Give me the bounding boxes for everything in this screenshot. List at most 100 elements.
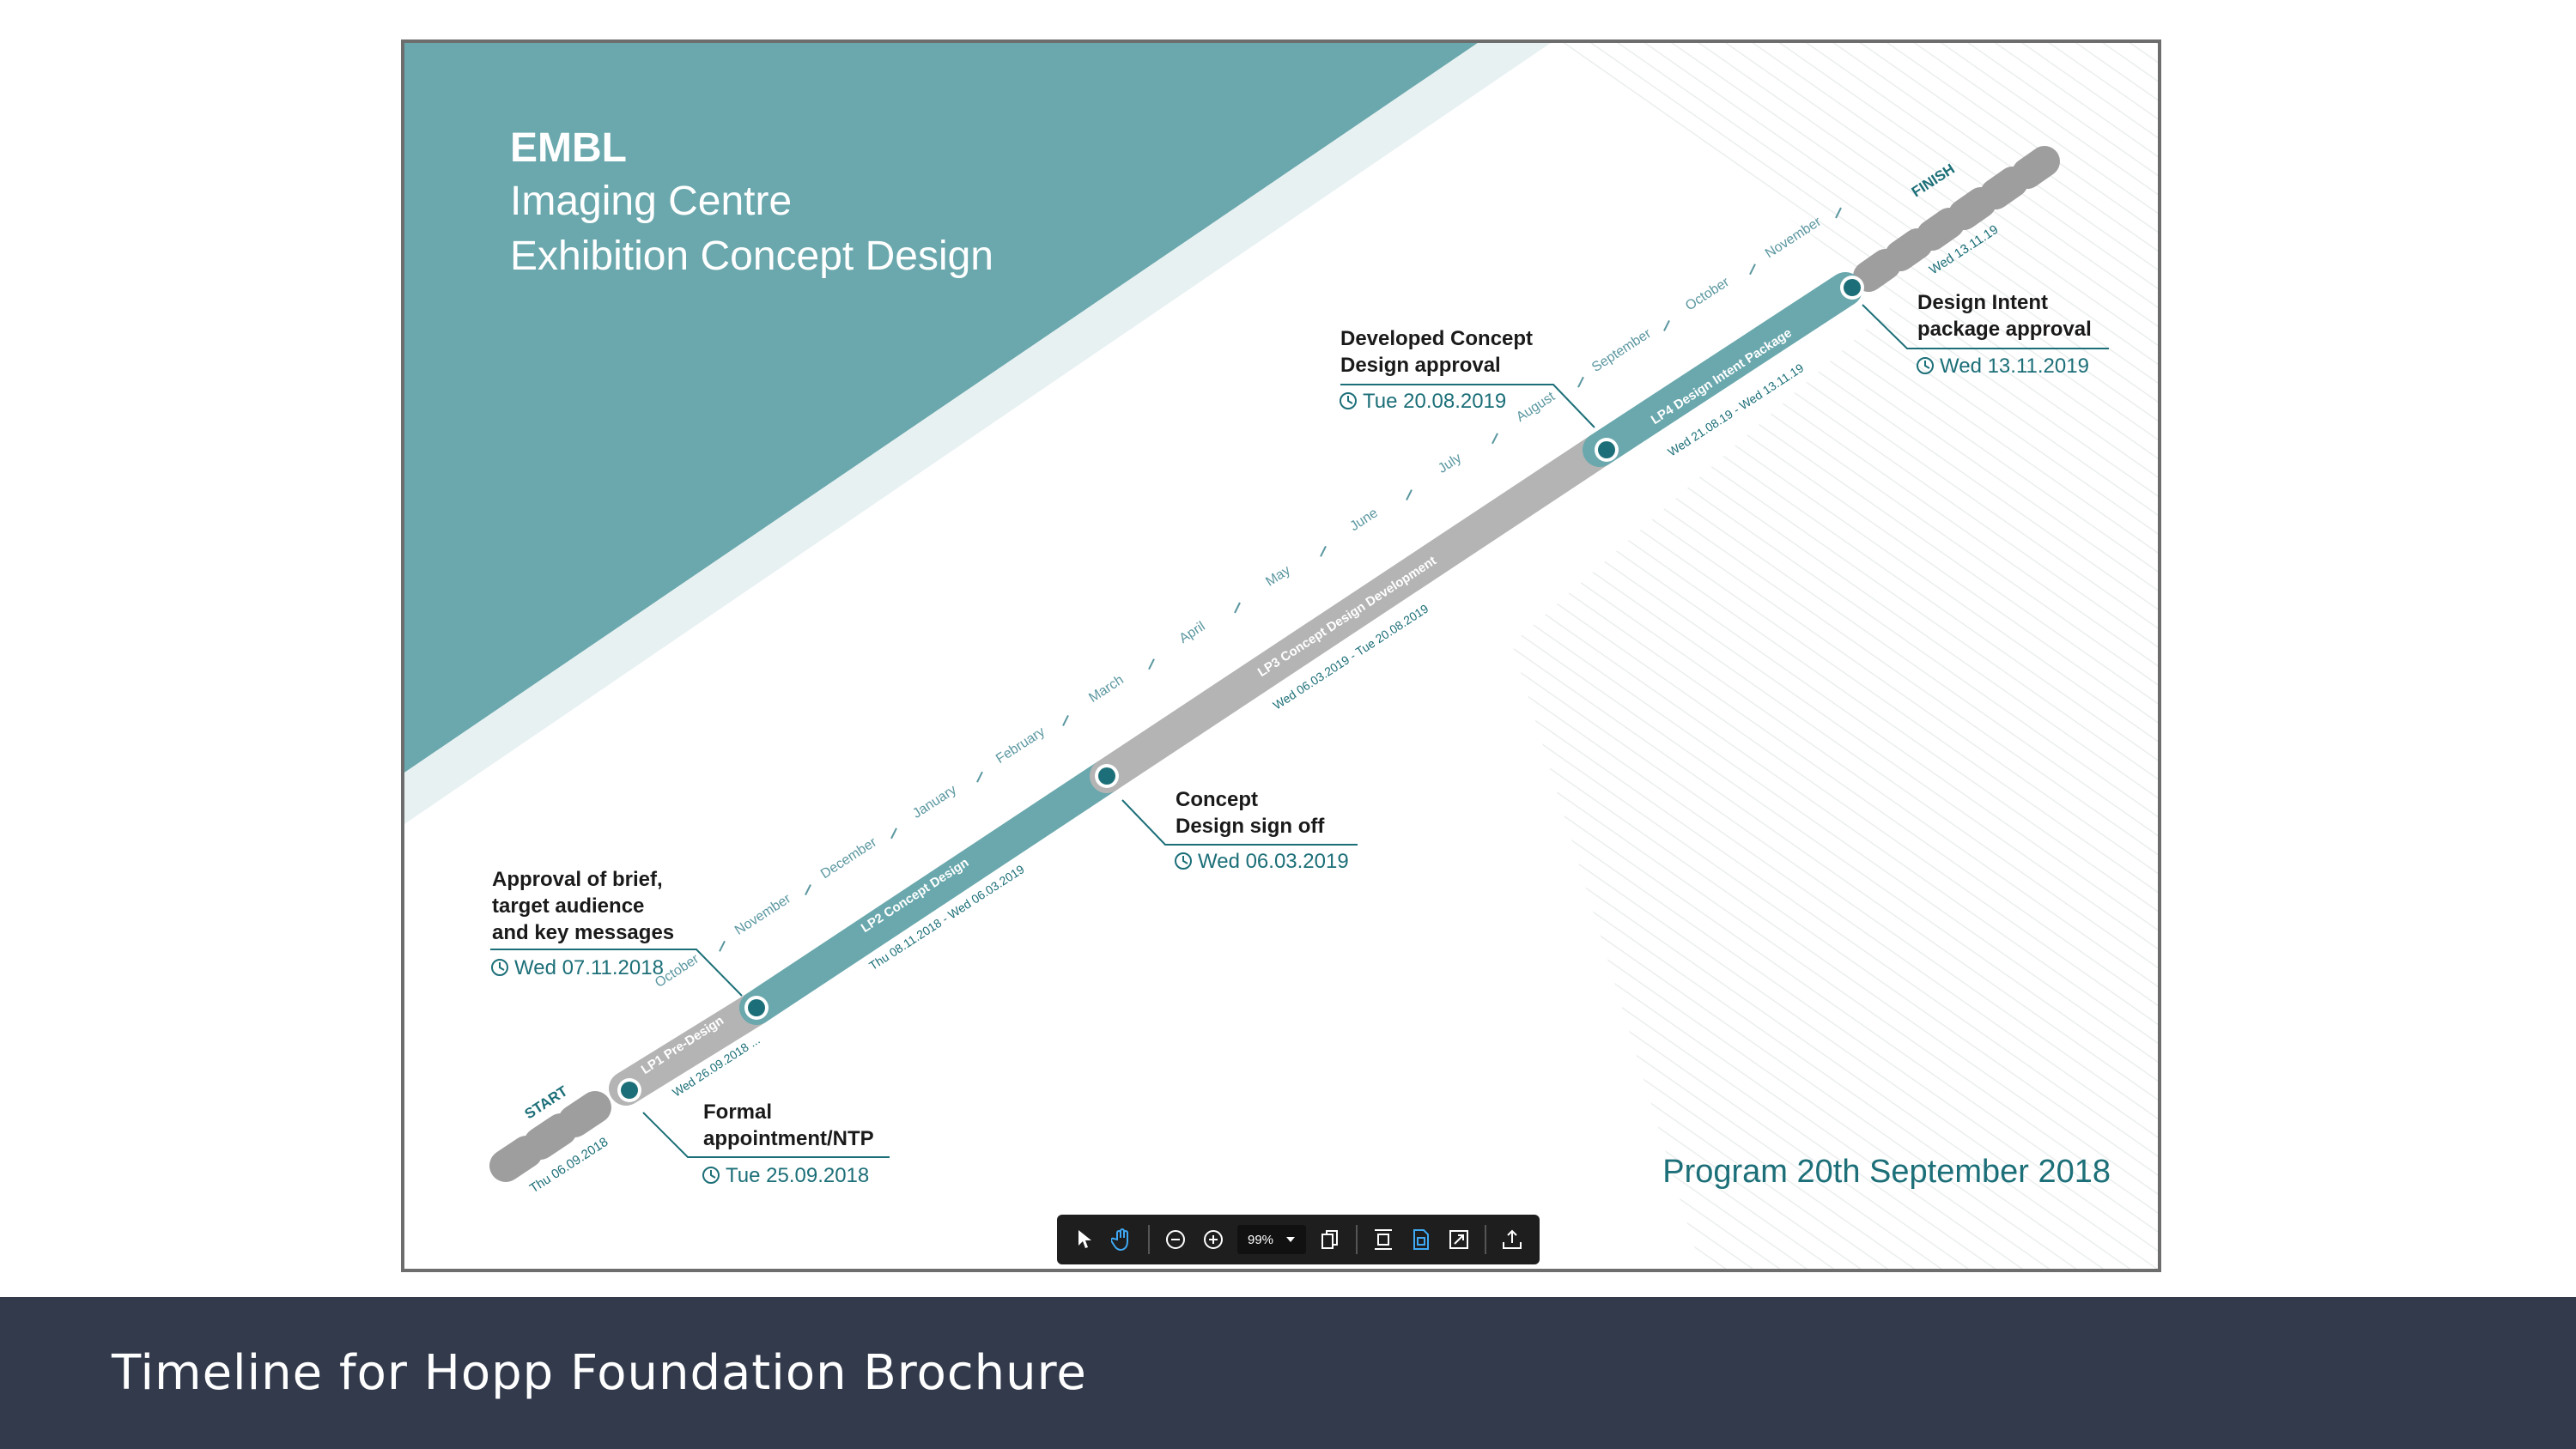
toolbar-separator xyxy=(1148,1225,1150,1254)
svg-text:November: November xyxy=(732,891,794,938)
finish-dashes xyxy=(1853,146,2060,292)
leader-line-3 xyxy=(1121,799,1358,846)
month-tick xyxy=(719,940,726,952)
finish-dash xyxy=(1885,228,1933,271)
hatched-background xyxy=(1512,43,2158,1269)
clock-icon xyxy=(1917,357,1934,374)
zoom-out-button[interactable] xyxy=(1160,1222,1191,1257)
milestone-1: Formal appointment/NTP Tue 25.09.2018 xyxy=(702,1100,874,1187)
start-dash xyxy=(524,1113,577,1160)
pointer-icon xyxy=(1078,1230,1091,1248)
light-band-shape xyxy=(404,43,1551,824)
fit-page-icon xyxy=(1413,1229,1430,1250)
svg-text:target audience: target audience xyxy=(492,894,644,918)
hand-tool-button[interactable] xyxy=(1107,1222,1138,1257)
svg-text:Formal: Formal xyxy=(703,1100,772,1124)
copy-pages-icon xyxy=(1321,1230,1339,1249)
fit-height-button[interactable] xyxy=(1368,1222,1399,1257)
svg-text:package approval: package approval xyxy=(1917,318,2092,341)
svg-text:October: October xyxy=(1683,275,1733,314)
svg-text:July: July xyxy=(1436,451,1464,476)
svg-text:April: April xyxy=(1176,619,1207,646)
document-page: EMBL Imaging Centre Exhibition Concept D… xyxy=(404,43,2158,1269)
month-tick xyxy=(1663,319,1670,331)
export-button[interactable] xyxy=(1497,1222,1528,1257)
svg-text:Wed 06.03.2019: Wed 06.03.2019 xyxy=(1198,850,1349,873)
zoom-out-icon xyxy=(1166,1230,1185,1249)
copy-pages-button[interactable] xyxy=(1315,1222,1346,1257)
toolbar-separator xyxy=(1356,1225,1358,1254)
program-label: Program 20th September 2018 xyxy=(1662,1154,2111,1190)
month-label: August xyxy=(1514,389,1558,425)
milestone-node-3 xyxy=(1095,764,1119,788)
month-label: February xyxy=(993,724,1048,767)
month-label: December xyxy=(818,834,880,882)
leader-line-5 xyxy=(1862,304,2109,349)
clock-icon xyxy=(1175,852,1192,870)
month-tick xyxy=(1492,433,1498,445)
svg-text:January: January xyxy=(910,783,959,822)
zoom-in-button[interactable] xyxy=(1198,1222,1229,1257)
milestone-node-1 xyxy=(617,1078,641,1102)
zoom-select[interactable]: 99% xyxy=(1237,1225,1307,1254)
zoom-in-icon xyxy=(1204,1230,1223,1249)
month-label: June xyxy=(1347,506,1380,534)
milestone-3: Concept Design sign off Wed 06.03.2019 xyxy=(1175,788,1349,873)
svg-text:Tue 20.08.2019: Tue 20.08.2019 xyxy=(1363,390,1506,413)
month-label: September xyxy=(1589,326,1654,375)
svg-text:December: December xyxy=(818,834,880,882)
document-viewer[interactable]: EMBL Imaging Centre Exhibition Concept D… xyxy=(401,39,2161,1272)
pointer-tool-button[interactable] xyxy=(1069,1222,1100,1257)
leader-line-2 xyxy=(490,949,743,997)
milestone-5: Design Intent package approval Wed 13.11… xyxy=(1917,291,2092,378)
caption-bar: Timeline for Hopp Foundation Brochure xyxy=(0,1297,2576,1449)
month-label: November xyxy=(732,891,794,938)
leader-line-1 xyxy=(642,1112,890,1158)
title-line2: Exhibition Concept Design xyxy=(510,233,993,279)
month-tick xyxy=(890,828,897,840)
svg-text:Approval of brief,: Approval of brief, xyxy=(492,868,663,891)
fullscreen-button[interactable] xyxy=(1443,1222,1474,1257)
milestone-node-5 xyxy=(1840,276,1864,300)
finish-dash xyxy=(1948,187,1996,230)
start-dash xyxy=(558,1091,611,1137)
hand-icon xyxy=(1111,1228,1128,1252)
milestone-4: Developed Concept Design approval Tue 20… xyxy=(1340,327,1533,413)
month-tick xyxy=(1148,658,1155,670)
month-label: May xyxy=(1263,563,1293,590)
svg-text:Developed Concept: Developed Concept xyxy=(1340,327,1533,350)
svg-text:March: March xyxy=(1086,673,1127,706)
finish-dash xyxy=(1853,249,1901,292)
month-tick xyxy=(1234,602,1241,614)
title-org: EMBL xyxy=(510,125,627,171)
month-tick xyxy=(1406,489,1413,501)
fit-page-button[interactable] xyxy=(1406,1222,1437,1257)
month-label: April xyxy=(1176,619,1207,646)
finish-dash xyxy=(1917,208,1965,251)
svg-text:Design Intent: Design Intent xyxy=(1917,291,2048,314)
finish-dash xyxy=(1980,167,2028,209)
svg-text:August: August xyxy=(1514,389,1558,425)
phase-bar-lp4 xyxy=(1583,272,1862,467)
zoom-value: 99% xyxy=(1248,1232,1274,1247)
svg-text:Wed 07.11.2018: Wed 07.11.2018 xyxy=(514,956,664,979)
title-line1: Imaging Centre xyxy=(510,179,792,224)
clock-icon xyxy=(491,959,508,976)
start-dash xyxy=(489,1136,543,1182)
month-tick xyxy=(1062,714,1069,726)
svg-text:Concept: Concept xyxy=(1176,788,1258,811)
milestone-node-4 xyxy=(1595,438,1619,462)
svg-text:February: February xyxy=(993,724,1048,767)
finish-dash xyxy=(2012,146,2060,189)
phase-bar-lp2 xyxy=(739,759,1124,1025)
clock-icon xyxy=(702,1167,720,1184)
svg-text:Design sign off: Design sign off xyxy=(1176,815,1325,838)
svg-text:Tue 25.09.2018: Tue 25.09.2018 xyxy=(726,1164,869,1187)
start-dashes xyxy=(489,1091,611,1182)
month-tick xyxy=(1577,376,1584,388)
svg-text:and key messages: and key messages xyxy=(492,921,674,944)
toolbar-separator xyxy=(1485,1225,1487,1254)
svg-text:September: September xyxy=(1589,326,1654,375)
fit-height-icon xyxy=(1375,1229,1393,1250)
month-label: March xyxy=(1086,673,1127,706)
